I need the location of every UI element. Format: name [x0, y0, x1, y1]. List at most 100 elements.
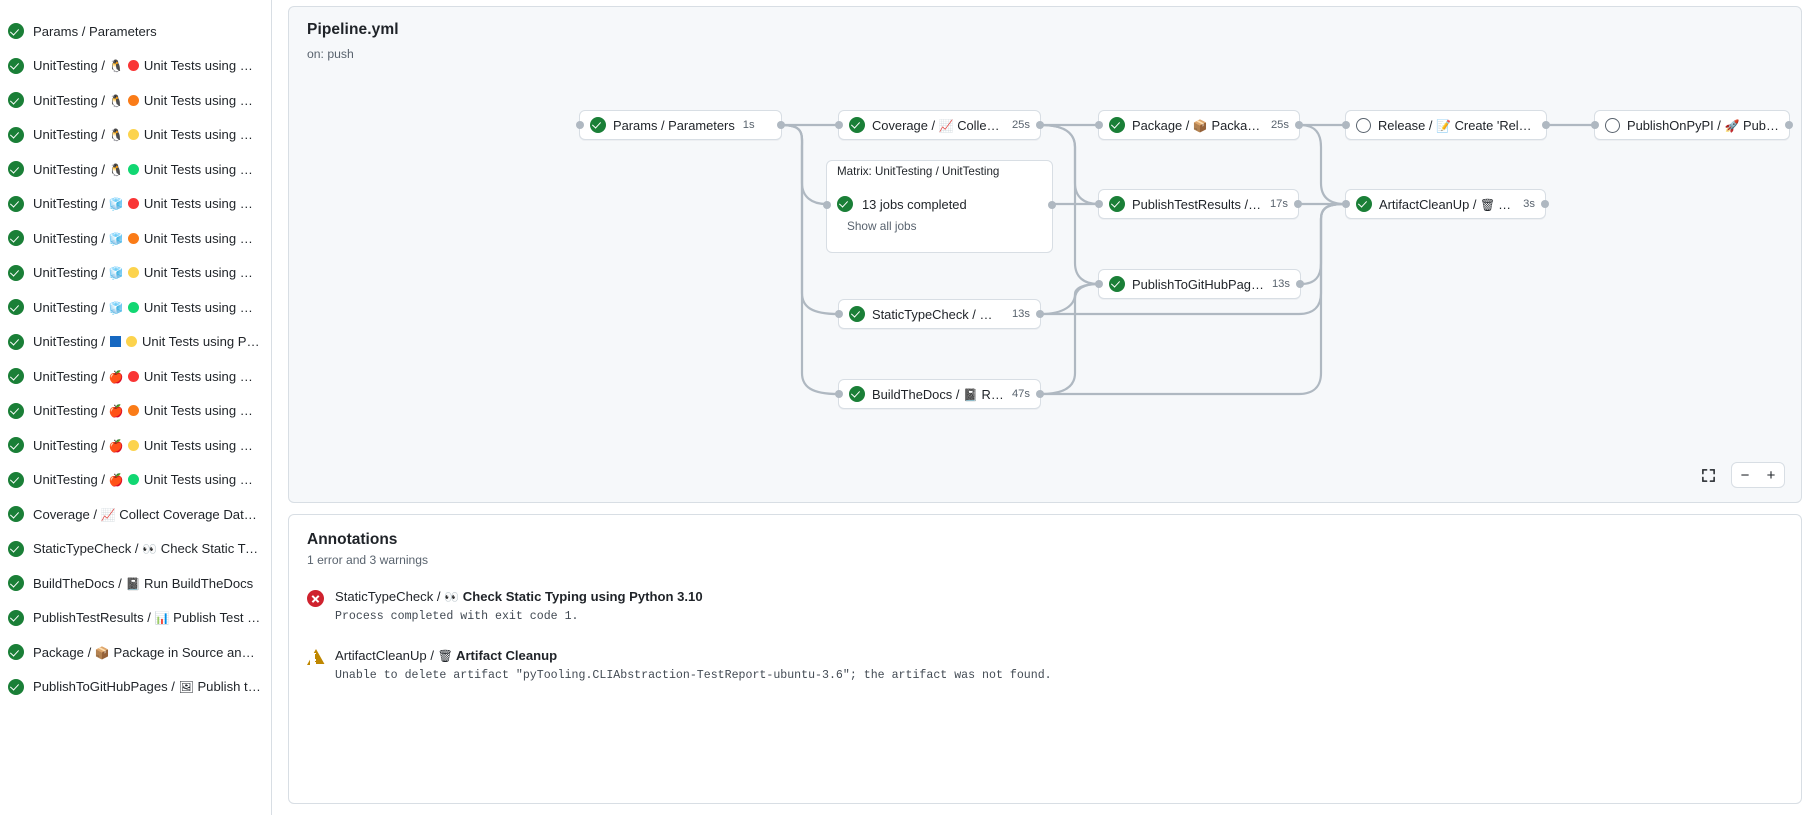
success-check-icon — [8, 23, 24, 40]
graph-node-package[interactable]: Package / 📦 Package in So…25s — [1095, 110, 1303, 140]
framed-picture-icon: 🖼 — [178, 680, 194, 695]
sidebar-job-item[interactable]: BuildTheDocs / 📓 Run BuildTheDocs — [0, 566, 271, 601]
annotation-item[interactable]: StaticTypeCheck / 👀 Check Static Typing … — [307, 588, 1783, 626]
graph-node-publishtest[interactable]: PublishTestResults / 📊 Pu…17s — [1095, 189, 1302, 219]
sidebar-job-item[interactable]: PublishToGitHubPages / 🖼 Publish to G… — [0, 670, 271, 705]
graph-node-label: Release / 📝 Create 'Release P… — [1378, 117, 1536, 133]
graph-node-label: StaticTypeCheck / 👀 Chec… — [872, 306, 1004, 322]
sidebar-job-label: UnitTesting / 🐧 Unit Tests using Pyth… — [33, 127, 261, 143]
sidebar-job-item[interactable]: UnitTesting / 🐧 Unit Tests using Pyth… — [0, 49, 271, 84]
ice-cube-icon: 🧊 — [108, 300, 124, 315]
sidebar-job-item[interactable]: UnitTesting / 🧊 Unit Tests using Pyth… — [0, 187, 271, 222]
node-port-right — [1294, 200, 1302, 208]
success-check-icon — [8, 644, 24, 661]
node-port-left — [1095, 121, 1103, 129]
workflow-graph-card[interactable]: Pipeline.yml on: push — [288, 6, 1802, 503]
node-port-left — [1591, 121, 1599, 129]
sidebar-job-item[interactable]: UnitTesting / 🍎 Unit Tests using Pyth… — [0, 359, 271, 394]
penguin-icon: 🐧 — [108, 128, 124, 143]
green-circle-icon — [128, 474, 140, 486]
graph-zoom-controls[interactable]: − + — [1695, 462, 1785, 488]
eyes-icon: 👀 — [979, 307, 995, 322]
node-port-left — [835, 121, 843, 129]
graph-edges — [781, 123, 1594, 396]
warning-icon-wrap — [307, 648, 334, 685]
memo-icon: 📝 — [1436, 118, 1451, 133]
sidebar-job-item[interactable]: UnitTesting / 🐧 Unit Tests using Pyth… — [0, 152, 271, 187]
package-icon: 📦 — [94, 645, 110, 660]
graph-node-statictype[interactable]: StaticTypeCheck / 👀 Chec…13s — [835, 299, 1044, 329]
success-check-icon — [849, 306, 865, 322]
annotations-summary: 1 error and 3 warnings — [307, 553, 429, 567]
apple-icon: 🍎 — [108, 369, 124, 384]
sidebar-job-item[interactable]: Coverage / 📈 Collect Coverage Data usi… — [0, 497, 271, 532]
graph-node-label: PublishToGitHubPages / 🖼 … — [1132, 276, 1264, 292]
sidebar-job-item[interactable]: UnitTesting / 🐧 Unit Tests using Pyth… — [0, 118, 271, 153]
success-check-icon — [1356, 196, 1372, 212]
node-port-right — [1036, 390, 1044, 398]
annotations-card: Annotations 1 error and 3 warnings Stati… — [288, 514, 1802, 804]
page-title: Pipeline.yml — [307, 21, 399, 38]
graph-node-label: Params / Parameters — [613, 117, 735, 133]
graph-node-release[interactable]: Release / 📝 Create 'Release P… — [1342, 110, 1550, 140]
matrix-group-box — [823, 160, 1056, 253]
annotations-list: StaticTypeCheck / 👀 Check Static Typing … — [307, 588, 1783, 685]
graph-node-buildthedocs[interactable]: BuildTheDocs / 📓 Run Buil…47s — [835, 379, 1044, 409]
sidebar-job-item[interactable]: UnitTesting / 🍎 Unit Tests using Pyth… — [0, 463, 271, 498]
eyes-icon: 👀 — [142, 542, 158, 557]
chart-increasing-icon: 📈 — [100, 507, 116, 522]
success-check-icon — [8, 540, 24, 557]
zoom-in-button[interactable]: + — [1766, 466, 1776, 484]
orange-circle-icon — [128, 94, 140, 106]
success-check-icon — [8, 609, 24, 626]
sidebar-job-item[interactable]: UnitTesting / Unit Tests using Pyth… — [0, 325, 271, 360]
graph-node-artifact[interactable]: ArtifactCleanUp / 🗑 Artifac…3s — [1342, 189, 1549, 219]
annotation-message: Process completed with exit code 1. — [335, 609, 579, 623]
annotation-body: StaticTypeCheck / 👀 Check Static Typing … — [335, 588, 703, 626]
sidebar-job-label: UnitTesting / 🍎 Unit Tests using Pyth… — [33, 368, 261, 384]
sidebar-job-item[interactable]: UnitTesting / 🧊 Unit Tests using Pyth… — [0, 221, 271, 256]
sidebar-job-item[interactable]: UnitTesting / 🐧 Unit Tests using Pyth… — [0, 83, 271, 118]
node-port-right — [1541, 200, 1549, 208]
graph-node-publishpages[interactable]: PublishToGitHubPages / 🖼 …13s — [1095, 269, 1304, 299]
sidebar-job-label: UnitTesting / 🧊 Unit Tests using Pyth… — [33, 265, 261, 281]
sidebar-job-label: UnitTesting / 🐧 Unit Tests using Pyth… — [33, 92, 261, 108]
matrix-status-label: 13 jobs completed — [862, 196, 967, 212]
sidebar-job-label: UnitTesting / 🍎 Unit Tests using Pyth… — [33, 437, 261, 453]
success-check-icon — [8, 299, 24, 316]
success-check-icon — [837, 196, 853, 212]
annotation-message: Unable to delete artifact "pyTooling.CLI… — [335, 668, 1052, 682]
sidebar-job-item[interactable]: StaticTypeCheck / 👀 Check Static Typing… — [0, 532, 271, 567]
node-port-right — [1036, 310, 1044, 318]
yellow-circle-icon — [128, 267, 140, 279]
sidebar-job-item[interactable]: UnitTesting / 🍎 Unit Tests using Pyth… — [0, 428, 271, 463]
show-all-jobs-link[interactable]: Show all jobs — [847, 219, 917, 233]
node-port-left — [835, 310, 843, 318]
zoom-out-button[interactable]: − — [1740, 466, 1750, 484]
node-port-left — [576, 121, 584, 129]
sidebar-job-item[interactable]: Params / Parameters — [0, 14, 271, 49]
sidebar-job-item[interactable]: UnitTesting / 🧊 Unit Tests using Pyth… — [0, 256, 271, 291]
success-check-icon — [8, 333, 24, 350]
wastebasket-icon: 🗑 — [437, 648, 453, 663]
sidebar-job-label: Params / Parameters — [33, 23, 157, 39]
sidebar-job-item[interactable]: Package / 📦 Package in Source and Wh… — [0, 635, 271, 670]
red-circle-icon — [128, 198, 140, 210]
sidebar-job-label: UnitTesting / 🧊 Unit Tests using Pyth… — [33, 230, 261, 246]
matrix-jobs-node[interactable]: 13 jobs completed — [837, 190, 967, 218]
graph-node-label: ArtifactCleanUp / 🗑 Artifac… — [1379, 196, 1515, 212]
success-check-icon — [8, 57, 24, 74]
red-circle-icon — [128, 60, 140, 72]
graph-node-pypi[interactable]: PublishOnPyPI / 🚀 Publish to … — [1591, 110, 1793, 140]
success-check-icon — [590, 117, 606, 133]
fullscreen-icon[interactable] — [1695, 463, 1721, 487]
sidebar-job-item[interactable]: PublishTestResults / 📊 Publish Test Resu… — [0, 601, 271, 636]
yellow-circle-icon — [128, 439, 140, 451]
sidebar-job-item[interactable]: UnitTesting / 🍎 Unit Tests using Pyth… — [0, 394, 271, 429]
sidebar-job-item[interactable]: UnitTesting / 🧊 Unit Tests using Pyth… — [0, 290, 271, 325]
graph-node-coverage[interactable]: Coverage / 📈 Collect Cove…25s — [835, 110, 1044, 140]
